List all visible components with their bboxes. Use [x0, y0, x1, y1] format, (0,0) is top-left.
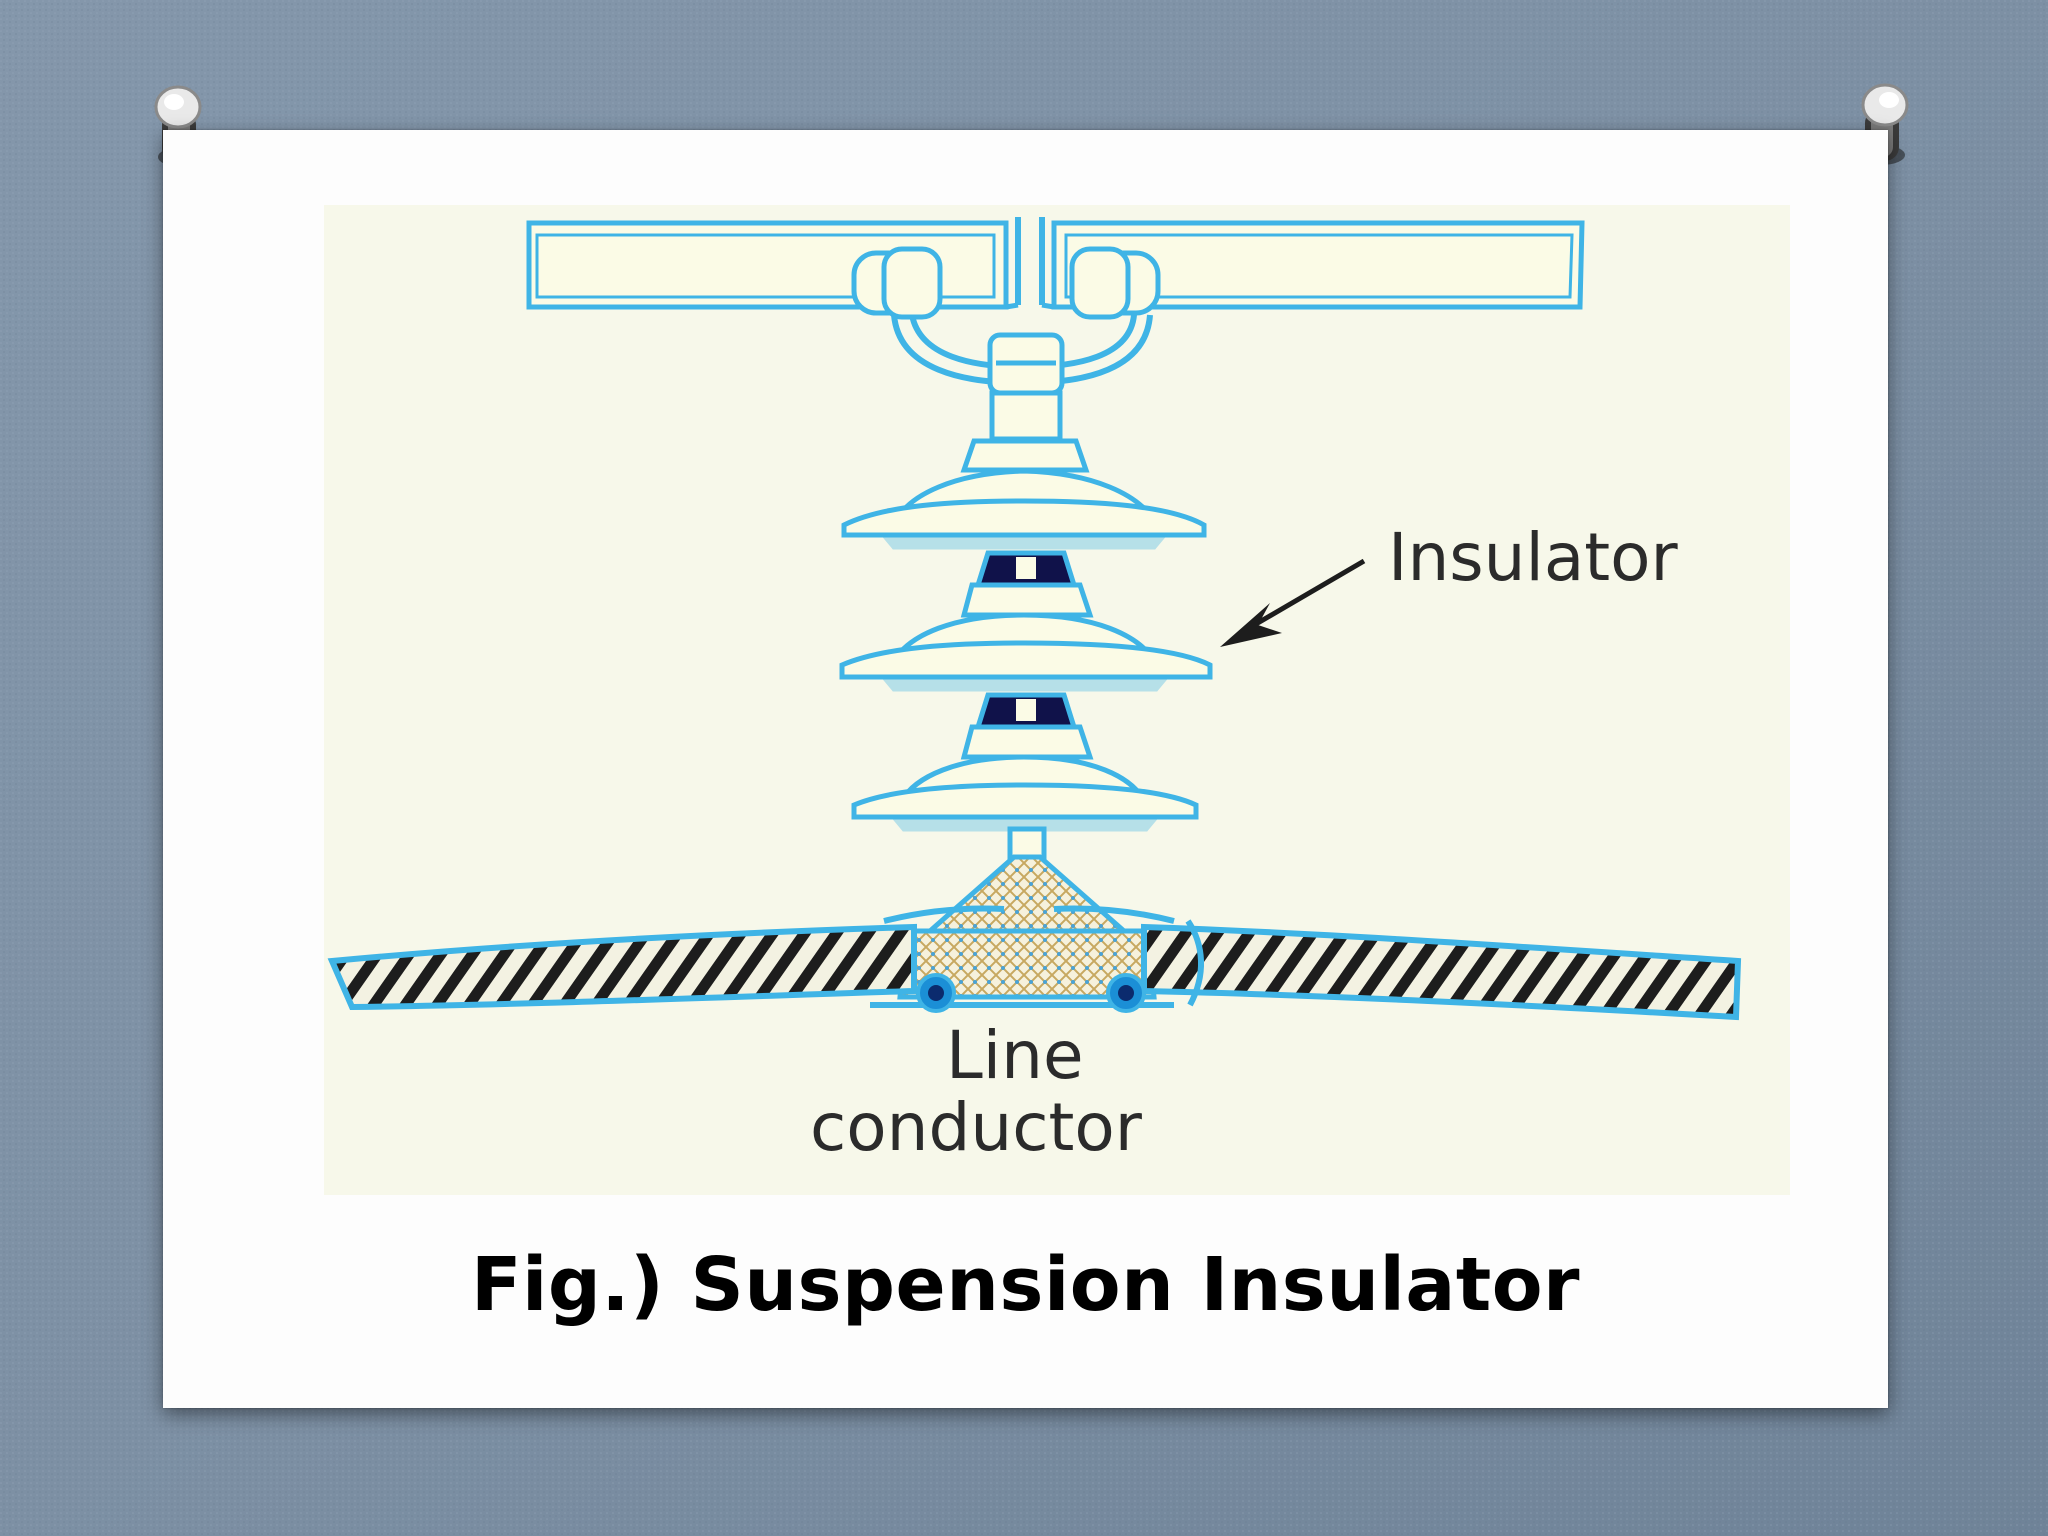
- suspension-insulator-figure: Insulator Line conductor: [324, 205, 1790, 1195]
- clamp-bolt-heads: [916, 973, 1146, 1013]
- insulator-disc-3: [851, 754, 1199, 832]
- link-cap-1: [960, 550, 1094, 618]
- top-fitting: [960, 332, 1090, 473]
- insulator-disc-2: [839, 612, 1213, 692]
- insulator-pointer-arrow: [1220, 558, 1366, 647]
- clamp-bolts: [851, 246, 1161, 320]
- slide-card: Insulator Line conductor Fig.) Suspensio…: [163, 130, 1888, 1408]
- line-label: Line: [946, 1017, 1084, 1094]
- line-conductor: [327, 923, 1742, 1021]
- link-cap-2: [960, 692, 1094, 760]
- insulator-diagram: [327, 217, 1742, 1021]
- figure-caption: Fig.) Suspension Insulator: [470, 1242, 1581, 1328]
- conductor-clamp: [897, 826, 1157, 1000]
- insulator-disc-1: [841, 468, 1207, 550]
- conductor-label: conductor: [810, 1089, 1142, 1166]
- cross-arm: [526, 217, 1585, 310]
- insulator-label: Insulator: [1388, 519, 1678, 596]
